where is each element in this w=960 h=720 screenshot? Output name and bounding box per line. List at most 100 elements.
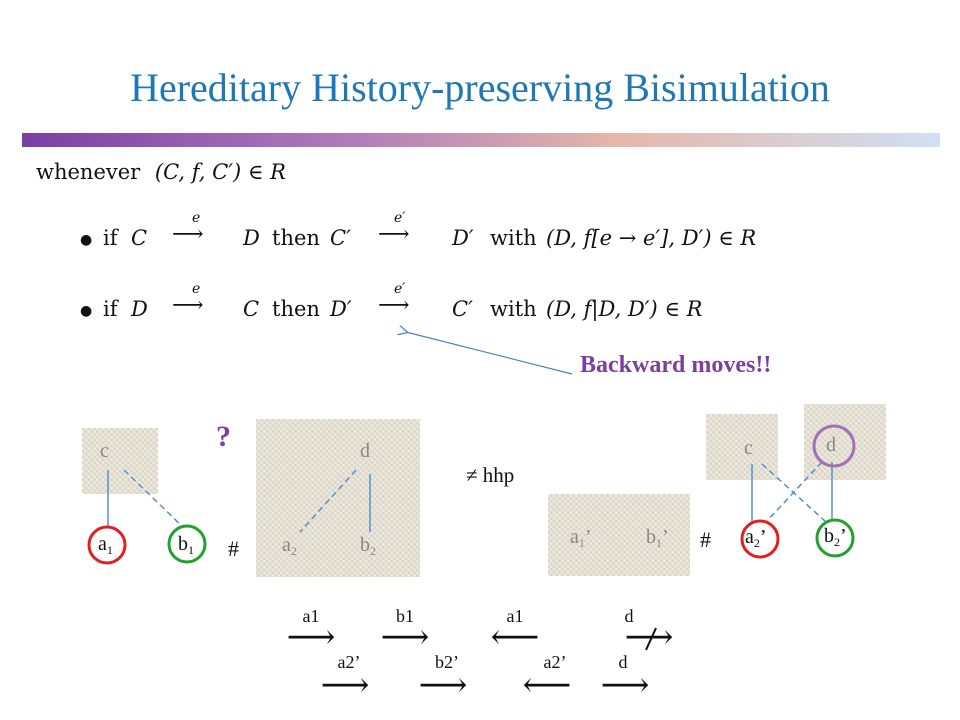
rule2-arrow-label: e <box>192 281 201 297</box>
event-name: a <box>570 526 579 548</box>
rule1-if: if <box>103 226 118 250</box>
red-circle-a2p <box>740 519 780 559</box>
long-right-arrow-icon: ⟶ <box>378 293 410 318</box>
event-sub: 2 <box>290 544 297 558</box>
seq-top-label: a1 <box>506 606 524 626</box>
event-b1-prime: b1’ <box>646 526 669 551</box>
event-prime: ’ <box>759 526 767 548</box>
right-arrow-icon: ⟶ <box>418 665 468 705</box>
event-c-right: c <box>744 437 753 459</box>
conflict-line-c-b1 <box>123 469 185 529</box>
left-arrow-icon: ⟵ <box>490 617 540 657</box>
event-sub: 1 <box>106 543 113 557</box>
event-b2: b2 <box>360 534 376 559</box>
event-name: a <box>98 533 107 555</box>
conflict-line-d-a2p <box>765 461 823 523</box>
long-right-arrow-icon: ⟶ <box>172 222 204 247</box>
rule1-lhs: C <box>131 226 148 250</box>
rule1-with: with <box>490 226 537 250</box>
seq-top-label: d <box>624 606 634 626</box>
conflict-hash-left: # <box>228 536 239 561</box>
rule1-lhs2: C′ <box>330 226 351 250</box>
event-prime: ’ <box>840 525 847 547</box>
question-mark: ? <box>216 420 231 453</box>
page-title: Hereditary History-preserving Bisimulati… <box>130 65 830 110</box>
event-box-c-right <box>706 414 778 480</box>
annotation-pointer-arrow <box>406 332 573 375</box>
event-d-right: d <box>826 434 836 456</box>
intro-math: (C, f, C′) ∈ R <box>154 160 286 184</box>
seq-bottom-label: b2’ <box>435 652 459 672</box>
bullet-icon: ● <box>80 232 93 248</box>
rule1-then: then <box>272 226 320 250</box>
event-sub: 1 <box>188 543 194 557</box>
definition-intro: whenever (C, f, C′) ∈ R <box>36 160 286 184</box>
conflict-hash-right: # <box>700 527 711 552</box>
event-name: b <box>646 526 656 548</box>
event-box-d-right <box>804 404 886 480</box>
event-sub: 1 <box>656 536 662 550</box>
rule2-lhs2: D′ <box>330 297 352 321</box>
long-right-arrow-icon: ⟶ <box>172 293 204 318</box>
right-arrow-icon: ⟶ <box>320 665 370 705</box>
rule2-then: then <box>272 297 320 321</box>
not-hhp-label: ≠ hhp <box>466 463 515 487</box>
conflict-line-d-a2 <box>299 469 357 533</box>
red-circle-a1 <box>87 525 127 565</box>
event-box-d-left <box>256 419 420 577</box>
rule1-rhs2: D′ <box>452 226 474 250</box>
event-c-left: c <box>100 440 109 462</box>
green-circle-b1 <box>167 524 207 564</box>
rule1-arrow-label: e <box>192 210 201 226</box>
rule2-lhs: D <box>131 297 148 321</box>
backward-moves-annotation: Backward moves!! <box>580 352 772 378</box>
seq-bottom-label: d <box>618 652 628 672</box>
intro-word: whenever <box>36 160 141 184</box>
event-sub: 2 <box>753 536 760 550</box>
rule2-arrow-label2: e′ <box>394 281 406 297</box>
seq-top-label: b1 <box>396 606 414 626</box>
seq-bottom-label: a2’ <box>543 652 567 672</box>
event-b1: b1 <box>178 533 194 558</box>
not-right-arrow-icon: ⟶ <box>624 617 674 657</box>
event-sub: 2 <box>370 544 376 558</box>
event-sub: 1 <box>578 536 585 550</box>
rule2-tuple: (D, f|D, D′) ∈ R <box>546 297 703 321</box>
left-arrow-icon: ⟵ <box>522 665 572 705</box>
event-prime: ’ <box>662 526 669 548</box>
seq-top-label: a1 <box>302 606 320 626</box>
event-name: b <box>178 533 188 555</box>
purple-circle-d <box>812 424 856 468</box>
bullet-icon: ● <box>80 303 93 319</box>
event-prime: ’ <box>584 526 592 548</box>
not-arrow-slash <box>645 627 657 651</box>
event-a2: a2 <box>282 534 297 559</box>
event-name: b <box>824 525 834 547</box>
right-arrow-icon: ⟶ <box>286 617 336 657</box>
event-a1: a1 <box>98 533 113 558</box>
event-name: b <box>360 534 370 556</box>
event-box-ab1-right <box>548 494 690 576</box>
event-sub: 2 <box>834 535 840 549</box>
event-b2-prime: b2’ <box>824 525 847 550</box>
long-right-arrow-icon: ⟶ <box>378 222 410 247</box>
event-name: a <box>282 534 291 556</box>
rule2-with: with <box>490 297 537 321</box>
event-box-c-left <box>82 428 158 494</box>
event-d-left: d <box>360 440 370 462</box>
right-arrow-icon: ⟶ <box>600 665 650 705</box>
green-circle-b2p <box>815 518 855 558</box>
rule2-rhs2: C′ <box>452 297 473 321</box>
right-arrow-icon: ⟶ <box>380 617 430 657</box>
event-a2-prime: a2’ <box>745 526 767 551</box>
rule1-tuple: (D, f[e → e′], D′) ∈ R <box>546 226 757 250</box>
title-underline-bar <box>22 133 940 147</box>
rule2-rhs: C <box>243 297 260 321</box>
seq-bottom-label: a2’ <box>337 652 361 672</box>
rule1-arrow-label2: e′ <box>394 210 406 226</box>
rule2-if: if <box>103 297 118 321</box>
event-a1-prime: a1’ <box>570 526 592 551</box>
event-name: a <box>745 526 754 548</box>
rule1-rhs: D <box>243 226 260 250</box>
